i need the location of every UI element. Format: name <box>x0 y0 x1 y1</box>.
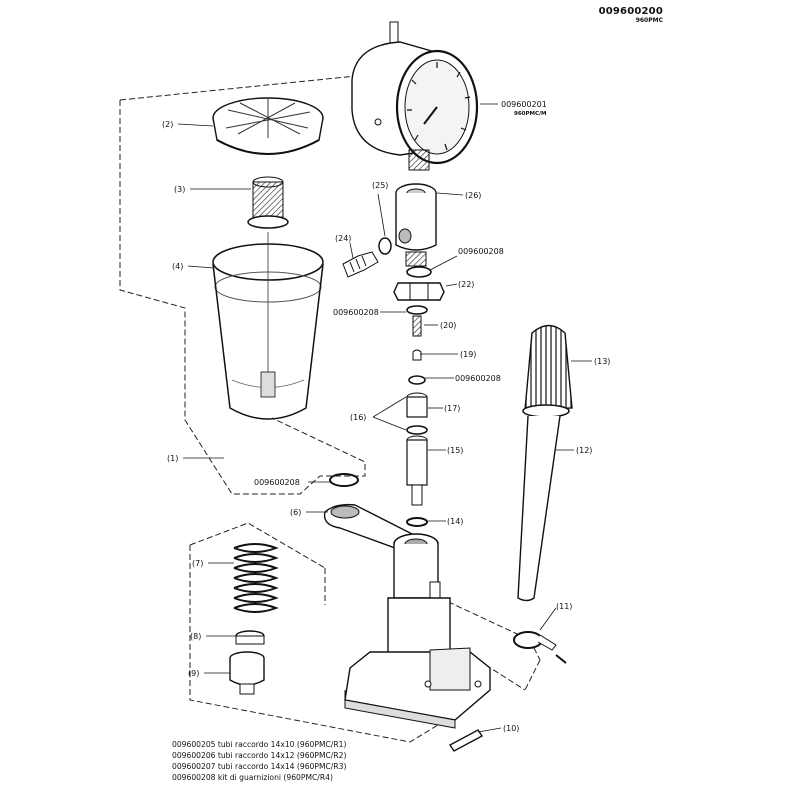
callout-20: (20) <box>440 321 456 330</box>
callout-11: (11) <box>556 602 572 611</box>
part-lever-handle <box>517 324 573 602</box>
part-spring <box>233 543 279 613</box>
part-filter <box>247 176 289 229</box>
seal-code-c: 009600208 <box>333 308 379 317</box>
drawing-code: 009600200 <box>598 6 663 17</box>
part-pressure-gauge <box>351 21 479 171</box>
part-cap <box>212 97 324 155</box>
assembly-outline-base <box>189 522 457 743</box>
model-code: 960PMC <box>635 17 663 24</box>
part-nut-and-seals <box>393 266 445 385</box>
legend-line: 009600205 tubi raccordo 14x10 (960PMC/R1… <box>172 740 347 749</box>
part-lever-clamp <box>513 631 567 664</box>
callout-12: (12) <box>576 446 592 455</box>
callout-6: (6) <box>290 508 301 517</box>
callout-25: (25) <box>372 181 388 190</box>
part-tank <box>212 232 324 420</box>
callout-8: (8) <box>190 632 201 641</box>
callout-2: (2) <box>162 120 173 129</box>
part-bottom-seal <box>329 473 359 487</box>
part-pump-body <box>323 503 491 729</box>
part-side-fitting <box>342 237 392 278</box>
callout-3: (3) <box>174 185 185 194</box>
parts-legend: 009600205 tubi raccordo 14x10 (960PMC/R1… <box>172 739 346 783</box>
callout-13: (13) <box>594 357 610 366</box>
callout-9: (9) <box>188 669 199 678</box>
part-spring-cup <box>229 630 265 695</box>
callout-22: (22) <box>458 280 474 289</box>
callout-16: (16) <box>350 413 366 422</box>
seal-code-a: 009600208 <box>254 478 300 487</box>
callout-26: (26) <box>465 191 481 200</box>
callout-19: (19) <box>460 350 476 359</box>
legend-line: 009600207 tubi raccordo 14x14 (960PMC/R3… <box>172 762 347 771</box>
part-pump-element <box>406 392 428 527</box>
callout-4: (4) <box>172 262 183 271</box>
callout-1: (1) <box>167 454 178 463</box>
callout-15: (15) <box>447 446 463 455</box>
callout-10: (10) <box>503 724 519 733</box>
part-tee-block <box>395 183 437 267</box>
seal-code-d: 009600208 <box>455 374 501 383</box>
seal-code-b: 009600208 <box>458 247 504 256</box>
callout-7: (7) <box>192 559 203 568</box>
gauge-code: 009600201 <box>501 100 547 109</box>
gauge-model: 960PMC/M <box>514 111 547 117</box>
callout-17: (17) <box>444 404 460 413</box>
legend-line: 009600206 tubi raccordo 14x12 (960PMC/R2… <box>172 751 347 760</box>
part-pin <box>448 729 484 752</box>
callout-24: (24) <box>335 234 351 243</box>
leader-lines <box>177 103 592 733</box>
callout-14: (14) <box>447 517 463 526</box>
legend-line: 009600208 kit di guarnizioni (960PMC/R4) <box>172 773 333 782</box>
